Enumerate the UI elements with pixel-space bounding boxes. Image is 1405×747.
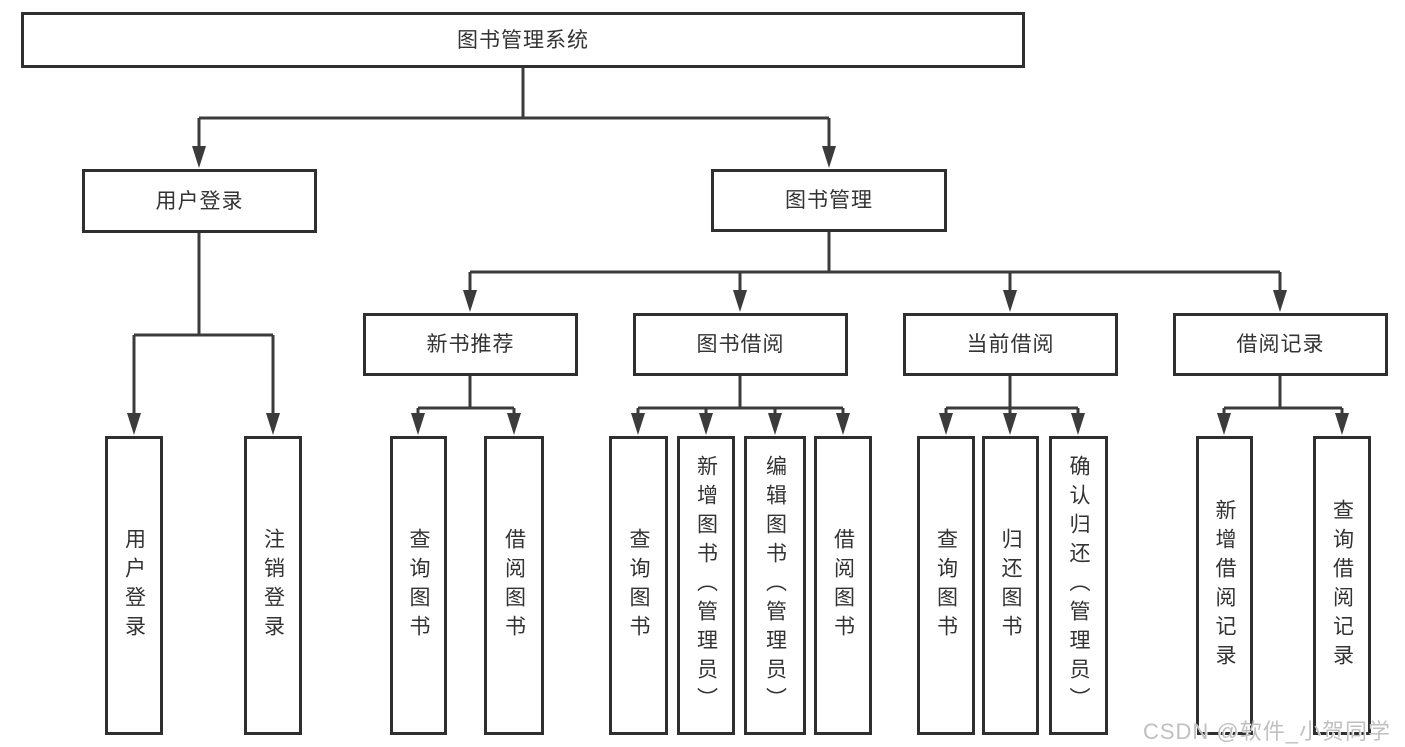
csdn-watermark: CSDN @软件_小贺同学 bbox=[1142, 719, 1391, 744]
leaf-edit-books-admin: 编辑图书（管理员） bbox=[744, 436, 806, 735]
node-new-book-recommendation: 新书推荐 bbox=[363, 313, 578, 376]
leaf-query-books-current: 查询图书 bbox=[917, 436, 975, 735]
leaf-return-books: 归还图书 bbox=[982, 436, 1039, 735]
leaf-add-borrow-record: 新增借阅记录 bbox=[1196, 436, 1253, 735]
leaf-borrow-books: 借阅图书 bbox=[814, 436, 872, 735]
leaf-query-books-borrow: 查询图书 bbox=[609, 436, 668, 735]
node-book-borrowing: 图书借阅 bbox=[633, 313, 848, 376]
node-user-login: 用户登录 bbox=[82, 169, 317, 233]
node-book-management: 图书管理 bbox=[711, 169, 947, 232]
node-current-borrowing: 当前借阅 bbox=[903, 313, 1118, 376]
leaf-borrow-books-recommend: 借阅图书 bbox=[484, 436, 544, 735]
leaf-add-books-admin: 新增图书（管理员） bbox=[677, 436, 735, 735]
node-borrowing-records: 借阅记录 bbox=[1173, 313, 1388, 376]
leaf-logout: 注销登录 bbox=[244, 436, 302, 735]
leaf-user-login: 用户登录 bbox=[105, 436, 163, 735]
leaf-query-borrow-record: 查询借阅记录 bbox=[1313, 436, 1371, 735]
node-library-system: 图书管理系统 bbox=[21, 12, 1025, 68]
leaf-query-books-recommend: 查询图书 bbox=[390, 436, 447, 735]
leaf-confirm-return-admin: 确认归还（管理员） bbox=[1049, 436, 1108, 735]
